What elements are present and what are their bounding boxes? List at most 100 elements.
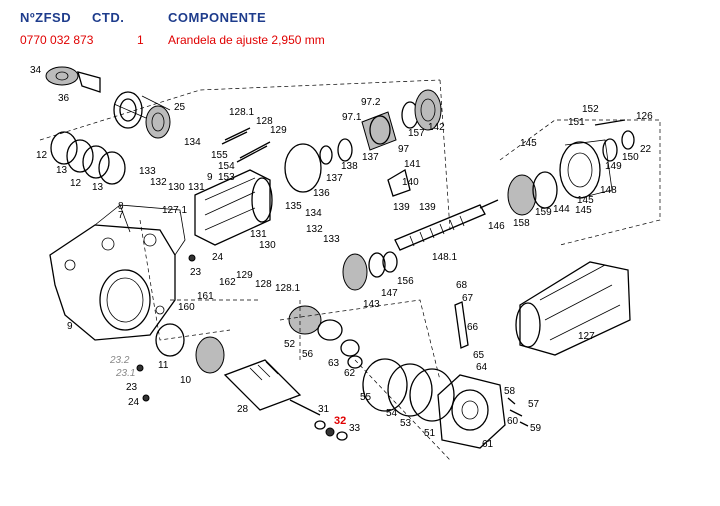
label-128-1-upper[interactable]: 128.1 bbox=[229, 107, 254, 118]
label-138[interactable]: 138 bbox=[341, 161, 358, 172]
label-148-1[interactable]: 148.1 bbox=[432, 252, 457, 263]
label-9-upper[interactable]: 9 bbox=[207, 172, 213, 183]
label-54[interactable]: 54 bbox=[386, 408, 398, 419]
label-62[interactable]: 62 bbox=[344, 368, 356, 379]
label-12-a[interactable]: 12 bbox=[36, 150, 48, 161]
label-127[interactable]: 127 bbox=[578, 331, 595, 342]
label-157[interactable]: 157 bbox=[408, 128, 425, 139]
label-67[interactable]: 67 bbox=[462, 293, 474, 304]
label-143[interactable]: 143 bbox=[363, 299, 380, 310]
label-34[interactable]: 34 bbox=[30, 65, 42, 76]
label-97-1[interactable]: 97.1 bbox=[342, 112, 362, 123]
label-63[interactable]: 63 bbox=[328, 358, 340, 369]
label-156[interactable]: 156 bbox=[397, 276, 414, 287]
label-128-lower[interactable]: 128 bbox=[255, 279, 272, 290]
label-23-2[interactable]: 23.2 bbox=[109, 355, 130, 366]
label-151[interactable]: 151 bbox=[568, 117, 585, 128]
label-32-selected[interactable]: 32 bbox=[334, 415, 346, 427]
label-56[interactable]: 56 bbox=[302, 349, 314, 360]
label-135[interactable]: 135 bbox=[285, 201, 302, 212]
label-24-b[interactable]: 24 bbox=[128, 397, 140, 408]
label-97[interactable]: 97 bbox=[398, 144, 410, 155]
label-145-top[interactable]: 145 bbox=[520, 138, 537, 149]
label-25[interactable]: 25 bbox=[174, 102, 186, 113]
label-58[interactable]: 58 bbox=[504, 386, 516, 397]
label-13-a[interactable]: 13 bbox=[56, 165, 68, 176]
label-24-a[interactable]: 24 bbox=[212, 252, 224, 263]
label-153[interactable]: 153 bbox=[218, 172, 235, 183]
label-137-a[interactable]: 137 bbox=[362, 152, 379, 163]
label-66[interactable]: 66 bbox=[467, 322, 479, 333]
label-61[interactable]: 61 bbox=[482, 439, 494, 450]
label-160[interactable]: 160 bbox=[178, 302, 195, 313]
label-144[interactable]: 144 bbox=[553, 204, 570, 215]
label-161[interactable]: 161 bbox=[197, 291, 214, 302]
label-136[interactable]: 136 bbox=[313, 188, 330, 199]
label-134-lower[interactable]: 134 bbox=[305, 208, 322, 219]
label-68[interactable]: 68 bbox=[456, 280, 468, 291]
label-11[interactable]: 11 bbox=[158, 360, 169, 371]
label-147[interactable]: 147 bbox=[381, 288, 398, 299]
label-129-lower[interactable]: 129 bbox=[236, 270, 253, 281]
label-137-b[interactable]: 137 bbox=[326, 173, 343, 184]
label-133-lower[interactable]: 133 bbox=[323, 234, 340, 245]
label-23-b[interactable]: 23 bbox=[126, 382, 138, 393]
label-60[interactable]: 60 bbox=[507, 416, 519, 427]
label-8[interactable]: 8 bbox=[118, 201, 124, 212]
label-145-low[interactable]: 145 bbox=[575, 205, 592, 216]
adjusting-washer-32-part[interactable] bbox=[325, 427, 335, 437]
label-162[interactable]: 162 bbox=[219, 277, 236, 288]
label-140[interactable]: 140 bbox=[402, 177, 419, 188]
label-131-lower[interactable]: 131 bbox=[250, 229, 267, 240]
label-23-a[interactable]: 23 bbox=[190, 267, 202, 278]
label-158[interactable]: 158 bbox=[513, 218, 530, 229]
label-28[interactable]: 28 bbox=[237, 404, 249, 415]
label-139-a[interactable]: 139 bbox=[393, 202, 410, 213]
label-12-b[interactable]: 12 bbox=[70, 178, 82, 189]
label-59[interactable]: 59 bbox=[530, 423, 542, 434]
label-130-upper[interactable]: 130 bbox=[168, 182, 185, 193]
label-65[interactable]: 65 bbox=[473, 350, 485, 361]
label-130-lower[interactable]: 130 bbox=[259, 240, 276, 251]
label-142[interactable]: 142 bbox=[428, 122, 445, 133]
label-146[interactable]: 146 bbox=[488, 221, 505, 232]
label-134-upper[interactable]: 134 bbox=[184, 137, 201, 148]
label-155[interactable]: 155 bbox=[211, 150, 228, 161]
label-139-b[interactable]: 139 bbox=[419, 202, 436, 213]
label-150[interactable]: 150 bbox=[622, 152, 639, 163]
label-31[interactable]: 31 bbox=[318, 404, 330, 415]
label-127-1[interactable]: 127.1 bbox=[162, 205, 187, 216]
label-145-mid[interactable]: 145 bbox=[577, 195, 594, 206]
label-33[interactable]: 33 bbox=[349, 423, 361, 434]
label-131-upper[interactable]: 131 bbox=[188, 182, 205, 193]
label-128-upper[interactable]: 128 bbox=[256, 116, 273, 127]
label-128-1-lower[interactable]: 128.1 bbox=[275, 283, 300, 294]
label-13-b[interactable]: 13 bbox=[92, 182, 104, 193]
label-154[interactable]: 154 bbox=[218, 161, 235, 172]
selected-part-number[interactable]: 0770 032 873 bbox=[20, 33, 94, 47]
label-159[interactable]: 159 bbox=[535, 207, 552, 218]
label-9-lower[interactable]: 9 bbox=[67, 321, 73, 332]
label-129-upper[interactable]: 129 bbox=[270, 125, 287, 136]
label-133-upper[interactable]: 133 bbox=[139, 166, 156, 177]
label-22[interactable]: 22 bbox=[640, 144, 652, 155]
label-141[interactable]: 141 bbox=[404, 159, 421, 170]
label-149[interactable]: 149 bbox=[605, 161, 622, 172]
label-97-2[interactable]: 97.2 bbox=[361, 97, 381, 108]
label-132-lower[interactable]: 132 bbox=[306, 224, 323, 235]
selected-description[interactable]: Arandela de ajuste 2,950 mm bbox=[168, 33, 325, 47]
label-57[interactable]: 57 bbox=[528, 399, 540, 410]
label-51[interactable]: 51 bbox=[424, 428, 436, 439]
label-36[interactable]: 36 bbox=[58, 93, 70, 104]
label-132-upper[interactable]: 132 bbox=[150, 177, 167, 188]
label-53[interactable]: 53 bbox=[400, 418, 412, 429]
label-152[interactable]: 152 bbox=[582, 104, 599, 115]
label-7[interactable]: 7 bbox=[118, 210, 124, 221]
label-55[interactable]: 55 bbox=[360, 392, 372, 403]
label-148[interactable]: 148 bbox=[600, 185, 617, 196]
label-64[interactable]: 64 bbox=[476, 362, 488, 373]
label-23-1[interactable]: 23.1 bbox=[115, 368, 135, 379]
label-10[interactable]: 10 bbox=[180, 375, 192, 386]
label-52[interactable]: 52 bbox=[284, 339, 296, 350]
label-126[interactable]: 126 bbox=[636, 111, 653, 122]
